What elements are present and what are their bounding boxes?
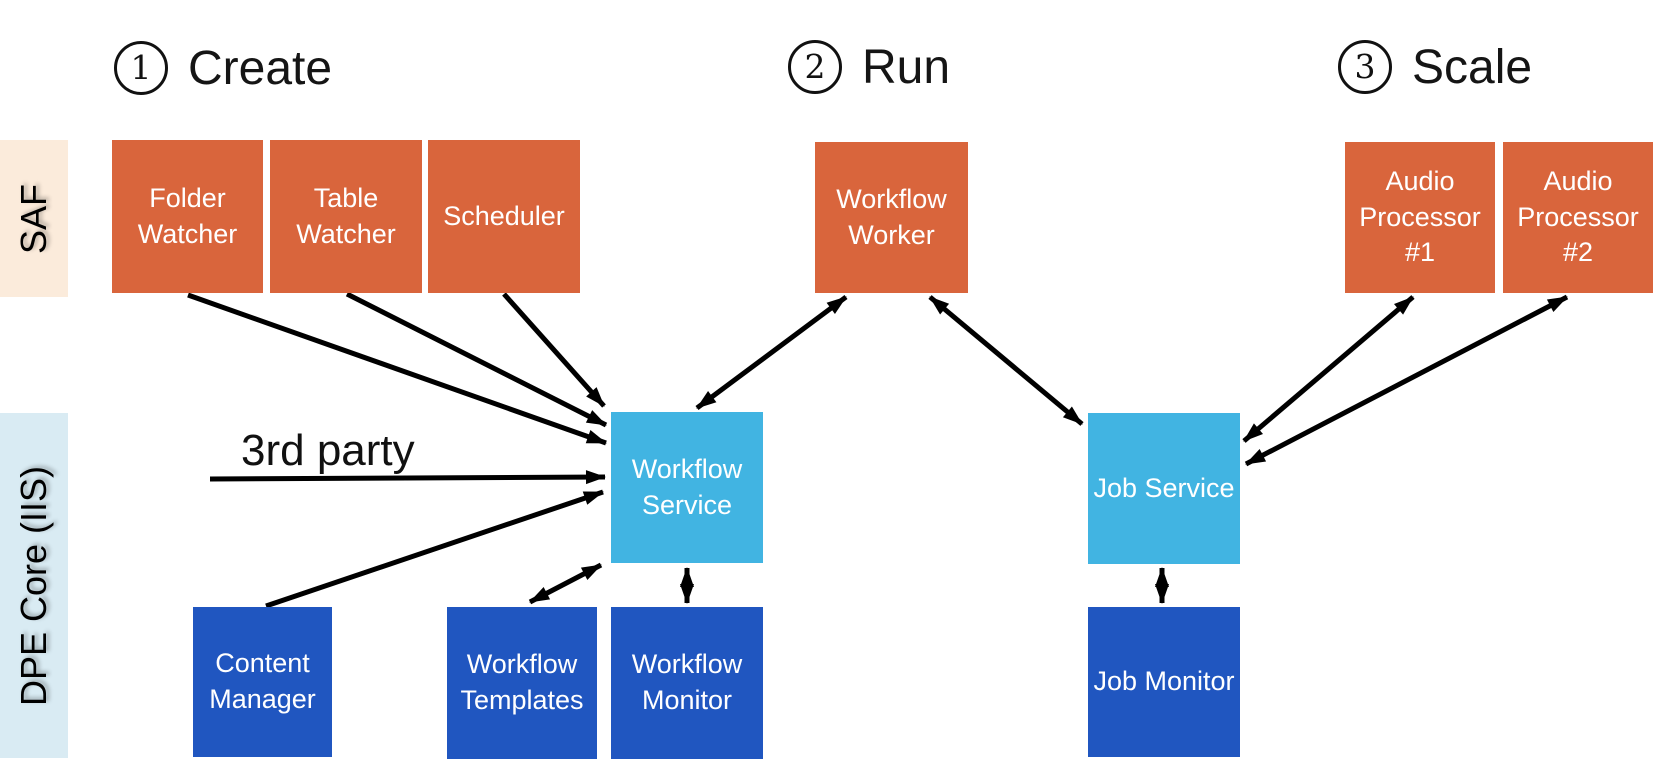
section-title: Run [862,40,951,94]
edge-folder-watcher-to-workflow-service [187,292,607,446]
node-label: Workflow Templates [460,649,584,715]
node-scheduler: Scheduler [428,140,580,293]
section-title: Create [188,41,333,95]
node-job-monitor: Job Monitor [1088,607,1240,757]
node-label: Table Watcher [296,182,396,249]
node-label: Job Monitor [1093,666,1235,697]
node-label: Workflow Monitor [631,649,743,715]
node-label: Audio Processor #2 [1517,166,1639,268]
node-job-service: Job Service [1088,413,1240,564]
node-folder-watcher: Folder Watcher [112,140,263,293]
section-heading-run: 2 Run [788,39,950,95]
edge-workflow-service-workflow-worker [695,294,848,411]
node-label: Content Manager [209,648,316,714]
section-heading-create: 1 Create [114,40,332,96]
edge-content-manager-to-workflow-service [265,489,604,609]
circled-number-2-icon: 2 [788,40,842,94]
node-label: Audio Processor #1 [1359,166,1481,268]
node-workflow-service: Workflow Service [611,412,763,563]
node-table-watcher: Table Watcher [270,140,422,293]
circled-number-1-icon: 1 [114,41,168,95]
node-label: Job Service [1093,472,1235,503]
edge-scheduler-to-workflow-service [502,292,606,408]
section-title: Scale [1412,40,1533,94]
node-workflow-worker: Workflow Worker [815,142,968,293]
lane-saf: SAF [0,140,68,297]
circled-number-3-icon: 3 [1338,40,1392,94]
edge-job-service-audio-processor-2 [1244,294,1569,467]
node-audio-processor-2: Audio Processor #2 [1503,142,1653,293]
edge-workflow-worker-job-service [928,295,1084,426]
node-label: Workflow Worker [836,183,947,250]
third-party-label: 3rd party [241,426,415,475]
section-heading-scale: 3 Scale [1338,39,1532,95]
node-label: Folder Watcher [137,182,238,249]
node-workflow-templates: Workflow Templates [447,607,597,759]
lane-dpe-core: DPE Core (IIS) [0,413,68,758]
node-label: Scheduler [443,200,565,231]
node-content-manager: Content Manager [193,607,332,757]
node-workflow-monitor: Workflow Monitor [611,607,763,759]
edge-third-party-to-workflow-service [209,470,606,485]
node-audio-processor-1: Audio Processor #1 [1345,142,1495,293]
node-label: Workflow Service [631,453,743,520]
edge-workflow-service-workflow-templates [528,562,603,605]
edge-table-watcher-to-workflow-service [345,291,608,428]
